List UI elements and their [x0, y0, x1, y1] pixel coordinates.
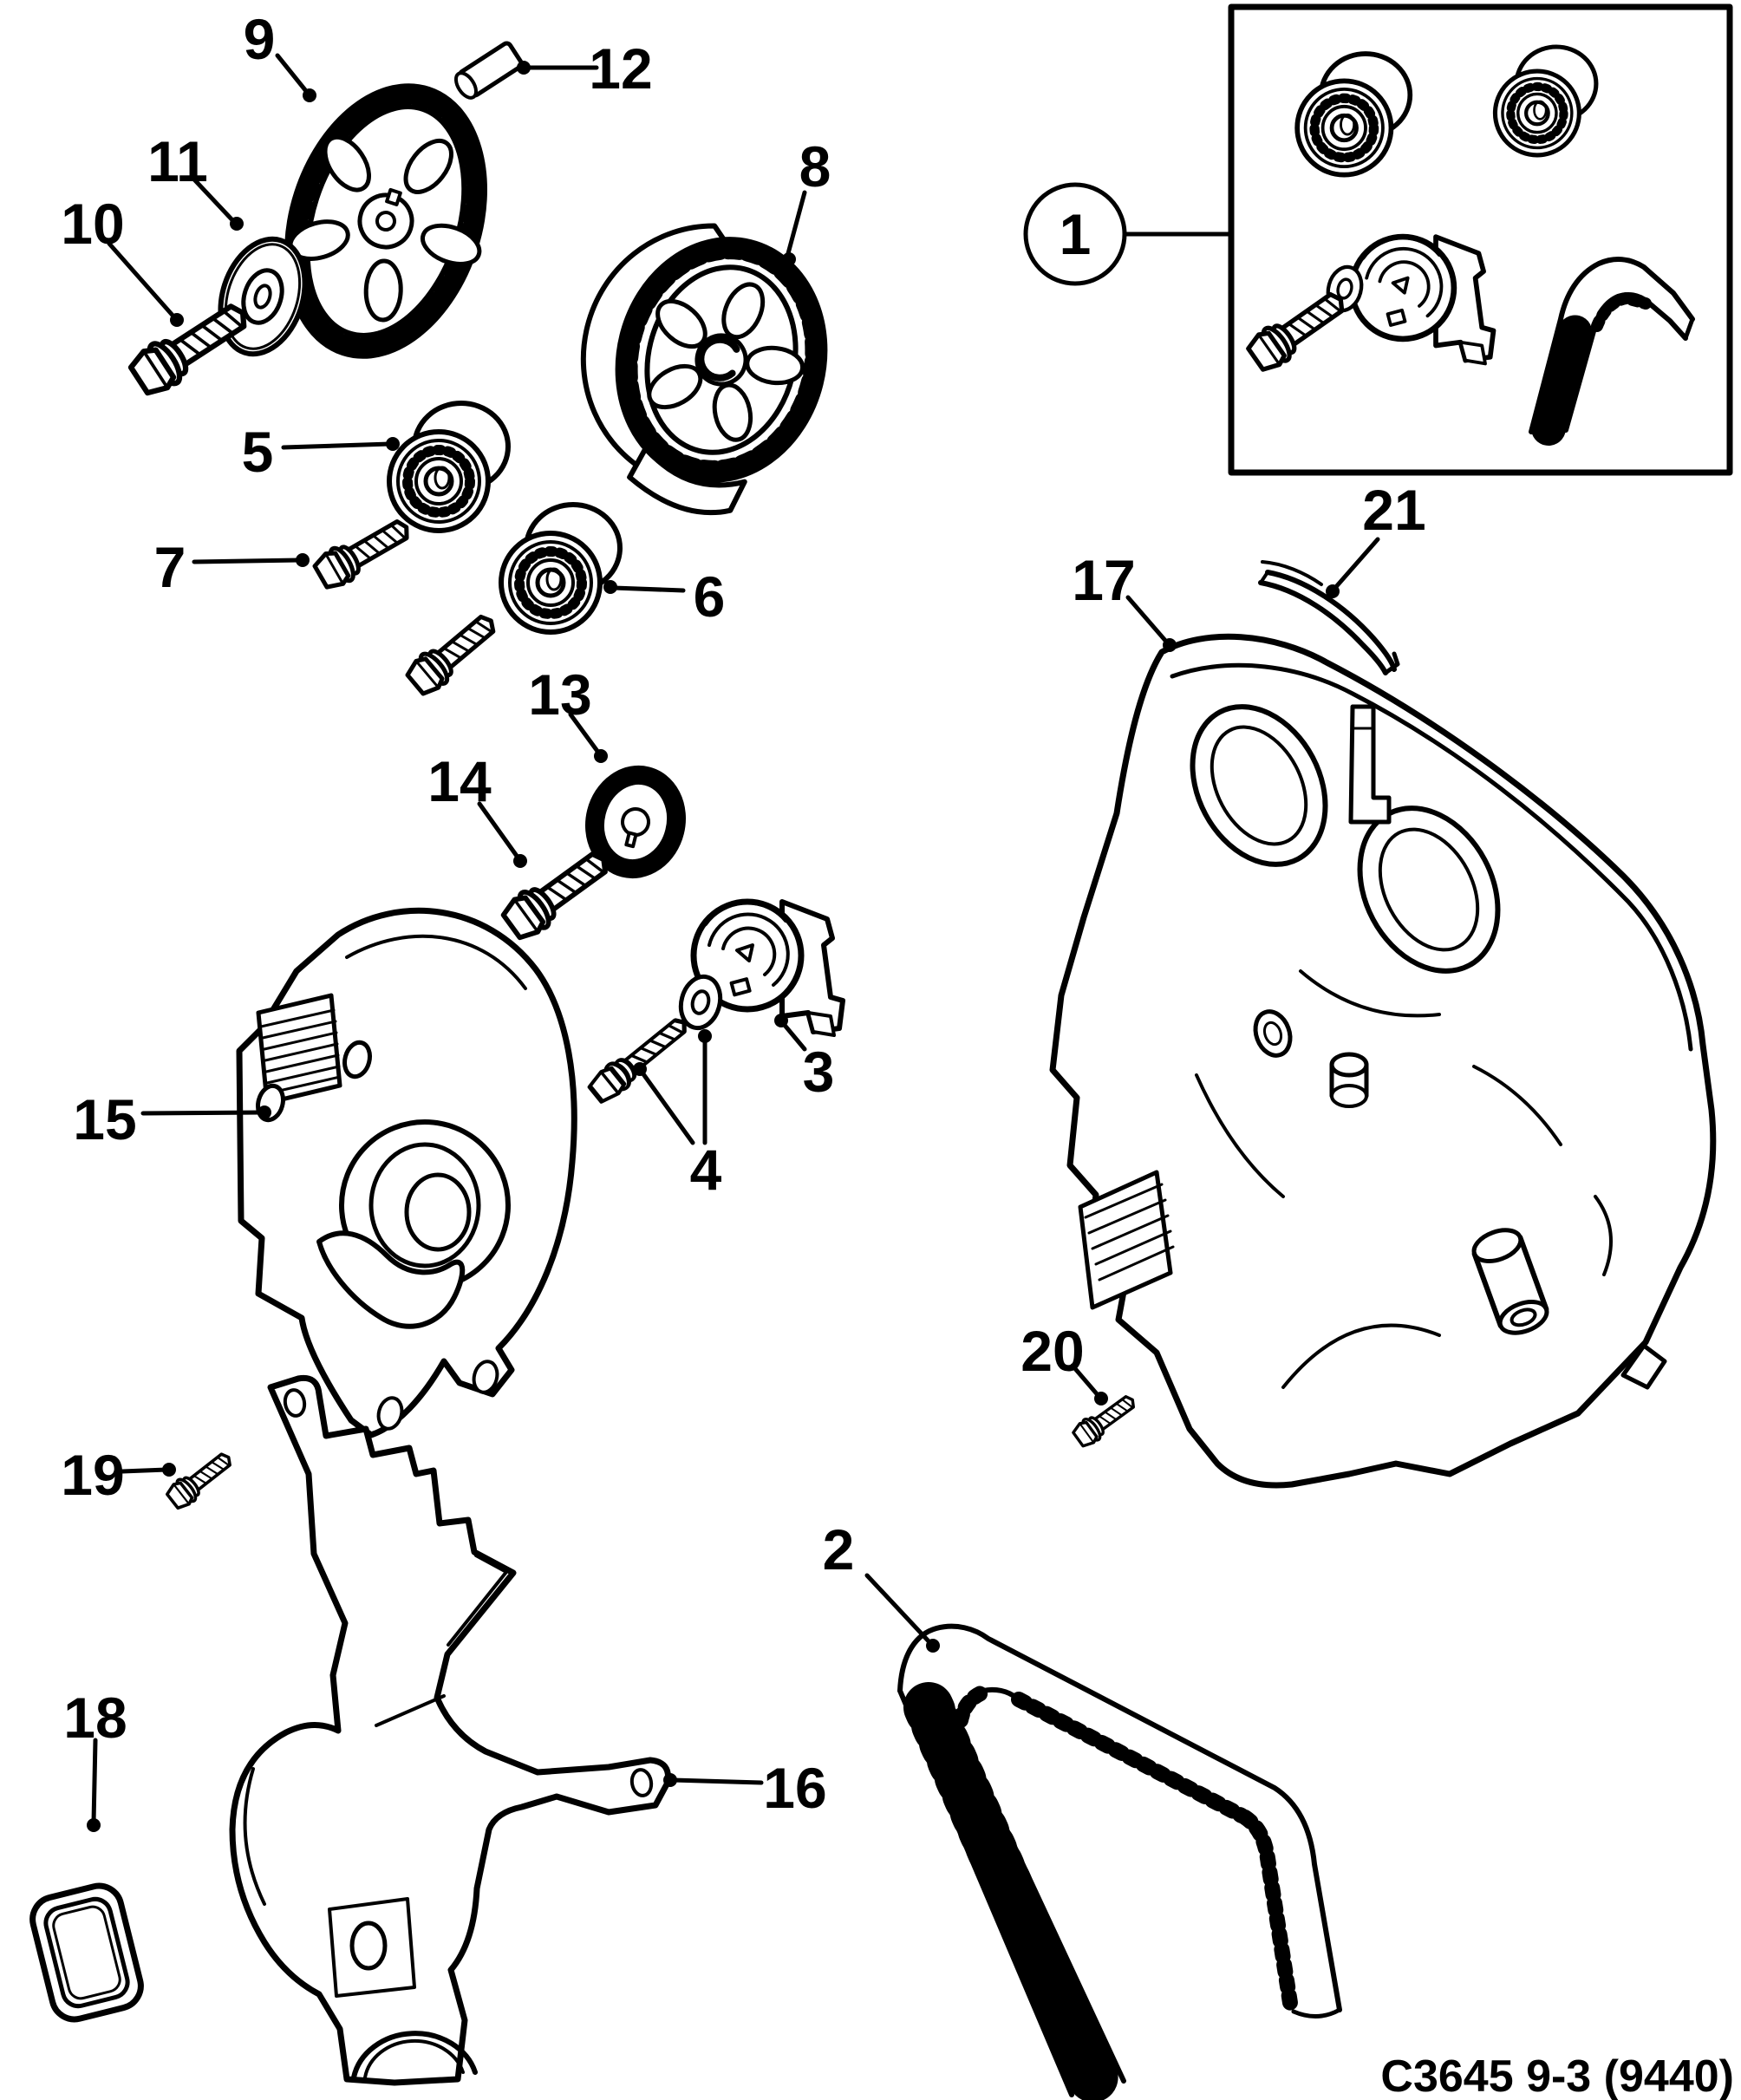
callout-label: 10 — [61, 192, 124, 256]
callout-1: 1 — [1023, 182, 1232, 286]
inner-timing-cover-15 — [236, 907, 577, 1438]
callout-label: 12 — [589, 36, 652, 101]
timing-belt-2 — [897, 1623, 1342, 2100]
kit-idler-pulley-left — [1297, 54, 1410, 175]
kit-tensioner — [1352, 237, 1493, 363]
callout-15: 15 — [73, 1087, 271, 1151]
callout-17: 17 — [1072, 548, 1177, 652]
callout-label: 14 — [427, 749, 492, 813]
lower-timing-cover-16 — [229, 1374, 672, 2086]
callout-7: 7 — [154, 535, 310, 599]
bolt-19 — [162, 1445, 238, 1514]
guide-pin-12 — [453, 41, 524, 100]
callout-label: 2 — [823, 1517, 855, 1582]
idler-bolt — [404, 607, 503, 698]
callout-label: 17 — [1072, 548, 1135, 612]
callout-3: 3 — [774, 1014, 834, 1104]
callout-21: 21 — [1326, 478, 1426, 598]
callout-label: 7 — [154, 535, 186, 599]
callout-18: 18 — [63, 1686, 127, 1832]
timing-kit-box — [1228, 3, 1733, 476]
bolt-4 — [587, 1011, 694, 1105]
camshaft-sprocket-8 — [580, 223, 828, 516]
callout-14: 14 — [427, 749, 527, 868]
callout-4: 4 — [633, 1029, 722, 1202]
callout-13: 13 — [528, 662, 608, 763]
kit-idler-pulley-right — [1495, 47, 1595, 155]
figure-caption: C3645 9-3 (9440) — [1380, 2051, 1734, 2100]
callout-label: 19 — [61, 1443, 124, 1507]
callout-11: 11 — [147, 129, 244, 231]
camshaft-sprocket-9 — [284, 83, 487, 359]
callout-label: 21 — [1362, 478, 1425, 542]
callout-label: 1 — [1060, 202, 1092, 266]
callout-8: 8 — [782, 134, 831, 266]
seal-18 — [29, 1882, 144, 2023]
callout-20: 20 — [1020, 1319, 1108, 1405]
bolt-7 — [312, 512, 416, 592]
callout-label: 13 — [528, 662, 591, 727]
callout-label: 20 — [1020, 1319, 1084, 1383]
callout-16: 16 — [663, 1756, 827, 1820]
callout-label: 15 — [73, 1087, 136, 1151]
crankshaft-sprocket-13 — [585, 765, 686, 879]
callout-label: 9 — [244, 7, 276, 71]
callout-label: 5 — [242, 420, 274, 484]
washer-11 — [218, 236, 308, 357]
callout-9: 9 — [244, 7, 316, 102]
callout-label: 6 — [694, 564, 726, 629]
callout-12: 12 — [517, 36, 653, 101]
callout-label: 4 — [690, 1138, 722, 1202]
callout-5: 5 — [242, 420, 400, 484]
callout-19: 19 — [61, 1443, 176, 1507]
idler-pulley-5 — [389, 403, 508, 531]
idler-pulley-6 — [501, 505, 620, 632]
kit-timing-belt — [1529, 257, 1695, 446]
callout-circle — [1023, 182, 1127, 286]
callout-label: 8 — [799, 134, 831, 199]
callout-2: 2 — [823, 1517, 940, 1653]
callout-10: 10 — [61, 192, 184, 327]
kit-bolt — [1245, 284, 1352, 375]
callout-label: 11 — [147, 129, 208, 193]
callout-6: 6 — [603, 564, 725, 629]
rear-timing-cover-17 — [1049, 633, 1717, 1489]
seal-strip-21 — [1258, 560, 1400, 675]
callout-label: 16 — [763, 1756, 826, 1820]
callout-label: 3 — [803, 1040, 835, 1104]
callout-label: 18 — [63, 1686, 127, 1750]
